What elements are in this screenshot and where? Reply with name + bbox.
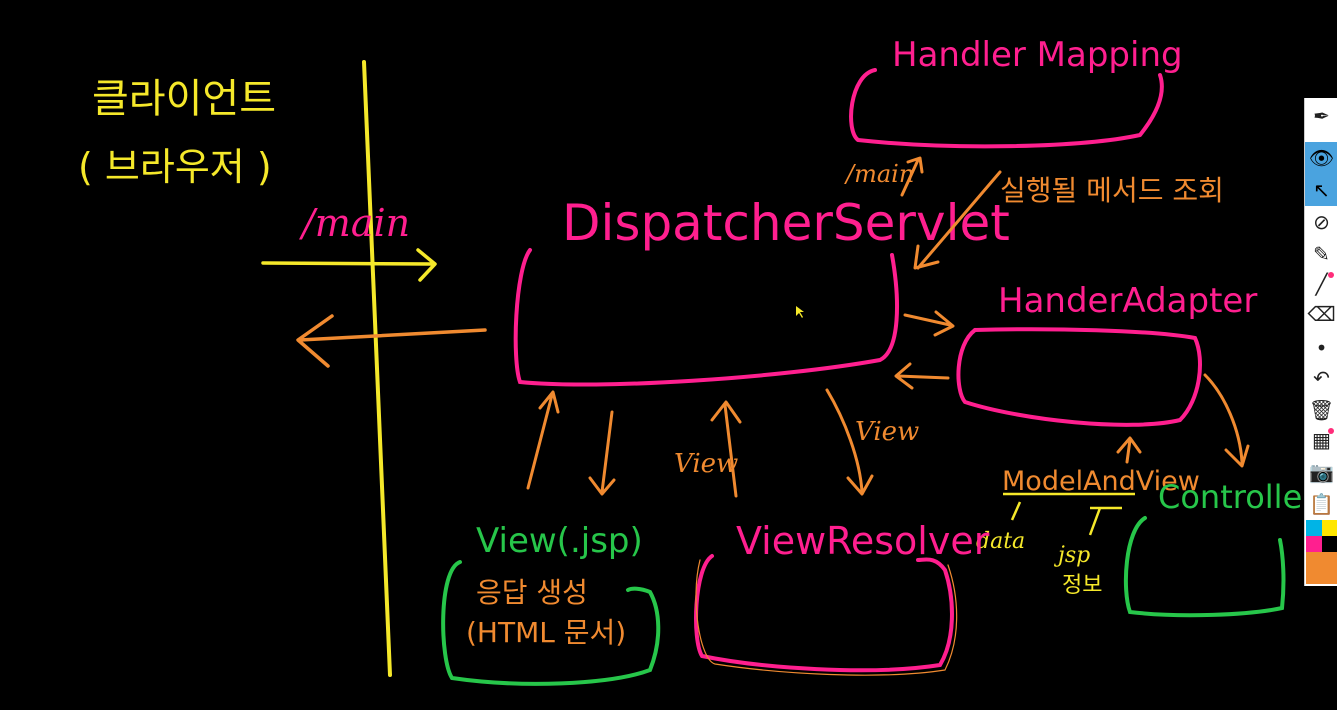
current-color-swatch[interactable]	[1306, 552, 1337, 584]
model-and-view-arrow	[1116, 436, 1142, 464]
mapping-request-arrow	[900, 156, 924, 197]
jsp-label: jsp	[1053, 543, 1090, 568]
dot-icon[interactable]: •	[1315, 336, 1328, 360]
dispatcher-servlet-title: DispatcherServlet	[562, 194, 1010, 252]
model-and-view-label: ModelAndView	[1002, 466, 1200, 497]
adapter-to-controller-arrow	[1203, 373, 1250, 468]
client-server-boundary	[362, 60, 392, 677]
color-swatch[interactable]	[1322, 520, 1337, 536]
no-symbol-icon[interactable]: ⊘	[1313, 210, 1330, 234]
view-resolver-box-trace	[695, 559, 958, 676]
jsp-pointer	[1088, 506, 1122, 536]
view-jsp-box	[441, 560, 661, 686]
eye-icon[interactable]: 👁	[1305, 142, 1337, 174]
html-doc-label: (HTML 문서)	[466, 616, 626, 649]
request-arrow	[261, 248, 437, 282]
view-jsp-title: View(.jsp)	[476, 521, 643, 561]
whiteboard-icon[interactable]: ▦	[1305, 424, 1337, 456]
response-create-label: 응답 생성	[476, 576, 588, 609]
undo-icon[interactable]: ↶	[1313, 366, 1330, 390]
trash-icon[interactable]: 🗑	[1308, 398, 1335, 422]
main-to-mapping-label: /main	[844, 160, 914, 188]
servlet-to-adapter-arrow	[903, 310, 955, 337]
dispatcher-servlet-box	[513, 248, 899, 387]
client-subtitle: ( 브라우저 )	[78, 145, 272, 189]
view-left-label: View	[674, 449, 738, 479]
handler-mapping-box	[849, 68, 1164, 149]
color-swatch[interactable]	[1322, 536, 1337, 552]
servlet-to-resolver-arrow	[825, 388, 874, 496]
line-icon[interactable]: ╱	[1305, 268, 1337, 300]
color-swatch[interactable]	[1306, 536, 1322, 552]
servlet-to-view-jsp-arrow	[588, 410, 616, 496]
method-lookup-arrow	[913, 170, 1002, 270]
handler-mapping-title: Handler Mapping	[892, 35, 1183, 75]
jsp-info-label: 정보	[1062, 573, 1102, 598]
response-arrow	[296, 314, 487, 368]
main-request-label: /main	[298, 201, 410, 245]
pen-icon[interactable]: ✒	[1313, 104, 1330, 128]
handler-adapter-title: HanderAdapter	[998, 281, 1257, 321]
mouse-cursor-icon	[796, 306, 804, 318]
data-pointer	[1010, 501, 1022, 521]
adapter-to-servlet-arrow	[894, 362, 950, 390]
method-lookup-label: 실행될 메서드 조회	[1000, 174, 1224, 207]
resolver-to-servlet-arrow	[710, 400, 742, 498]
clipboard-icon[interactable]: 📋	[1309, 492, 1334, 516]
client-title: 클라이언트	[92, 76, 276, 122]
controller-box	[1123, 516, 1286, 618]
cursor-icon[interactable]: ↖	[1305, 174, 1337, 206]
drawing-toolbar: ✒ 👁↖ ⊘ ✎╱⌫ • ↶ 🗑▦ 📷 📋	[1304, 98, 1337, 586]
view-resolver-title: ViewResolver	[736, 519, 990, 563]
data-label: data	[976, 529, 1025, 554]
view-resolver-box	[694, 554, 954, 673]
color-swatch[interactable]	[1306, 520, 1322, 536]
view-jsp-to-servlet-arrow	[526, 390, 560, 490]
view-right-label: View	[855, 417, 919, 447]
eraser-icon[interactable]: ⌫	[1307, 302, 1336, 326]
handler-adapter-box	[956, 327, 1202, 427]
camera-icon[interactable]: 📷	[1309, 460, 1334, 484]
highlighter-icon[interactable]: ✎	[1313, 242, 1330, 266]
controller-title: Controller	[1158, 478, 1316, 516]
